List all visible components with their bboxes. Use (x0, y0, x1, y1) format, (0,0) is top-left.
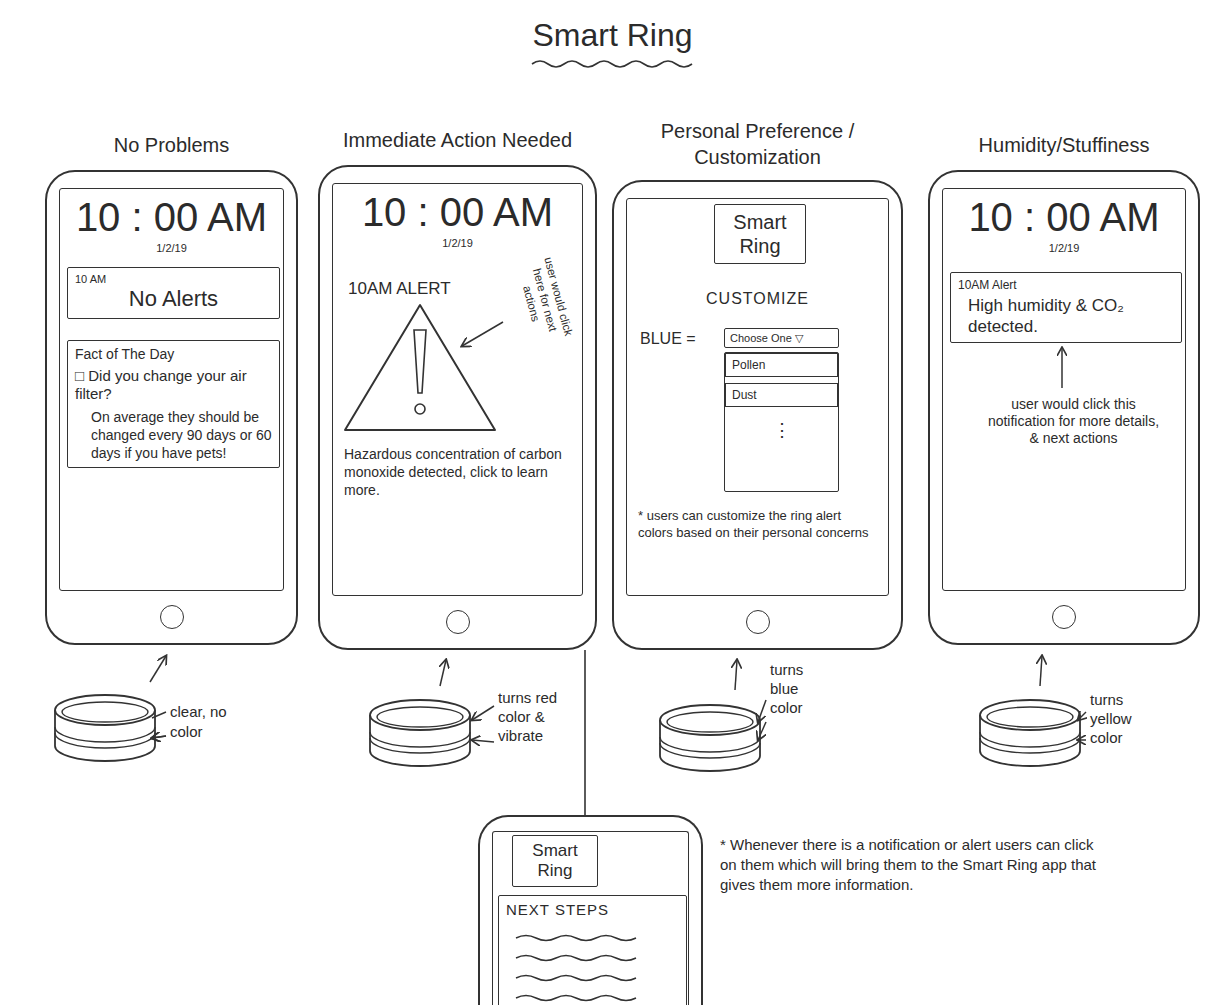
clock-time: 10 : 00 AM (47, 194, 296, 240)
option-text: Pollen (732, 358, 831, 372)
ring-annotation: turns red color & vibrate (498, 688, 574, 745)
next-steps-box: NEXT STEPS (498, 895, 687, 1005)
fact-question: □ Did you change your air filter? (75, 367, 272, 403)
clock-time: 10 : 00 AM (930, 194, 1198, 240)
smart-ring (55, 695, 155, 761)
phone-screen (492, 831, 689, 1005)
phone-frame: * Whenever there is a notification or al… (478, 815, 703, 1005)
home-button (746, 610, 770, 634)
up-arrow (150, 656, 166, 682)
up-arrow (735, 660, 737, 690)
callout-note: user would click this notification for m… (986, 396, 1161, 447)
leader-arrow (1061, 348, 1063, 388)
warning-triangle (345, 305, 495, 430)
notification-box: 10AM AlertHigh humidity & CO₂ detected. (950, 272, 1182, 343)
leader-arrow (472, 706, 494, 720)
notification-time: 10AM Alert (958, 278, 1174, 292)
leader-arrow (1078, 712, 1086, 720)
screen-title: CUSTOMIZE (614, 290, 901, 308)
app-logo-box: Smart Ring (512, 835, 598, 887)
title-underline (532, 61, 692, 67)
notification-text: No Alerts (75, 285, 272, 313)
leader-arrow (758, 700, 766, 722)
dropdown-box: Choose One ▽ (724, 328, 839, 348)
alert-text: Hazardous concentration of carbon monoxi… (344, 445, 569, 499)
home-button (160, 605, 184, 629)
leader-arrow (472, 740, 494, 742)
ring-annotation: turns yellow color (1090, 690, 1165, 747)
up-arrow (440, 660, 446, 686)
smart-ring (370, 700, 470, 766)
screen-heading: Humidity/Stuffiness (900, 132, 1225, 158)
dropdown-text: Choose One ▽ (730, 331, 833, 345)
leader-arrow (152, 712, 166, 738)
home-button (446, 610, 470, 634)
fact-box: Fact of The Day □ Did you change your air… (67, 340, 280, 468)
ring-annotation: turns blue color (770, 660, 830, 717)
phone-frame: Personal Preference / CustomizationCUSTO… (612, 180, 903, 650)
exclamation-dot (415, 404, 425, 414)
fact-body: On average they should be changed every … (75, 408, 272, 462)
leader-arrow (758, 722, 766, 740)
callout-note: user would click here for next actions (512, 246, 578, 353)
flow-connector (584, 650, 586, 815)
dropdown-list: ⋮ PollenDust (724, 352, 839, 492)
diagram-title: Smart Ring (0, 16, 1225, 54)
color-label: BLUE = (640, 330, 696, 348)
clock-date: 1/2/19 (320, 237, 595, 249)
screen-heading: Immediate Action Needed (290, 127, 625, 153)
home-button (1052, 605, 1076, 629)
notification-text: High humidity & CO₂ detected. (958, 295, 1174, 337)
smart-ring (980, 700, 1080, 766)
screen-heading: No Problems (17, 132, 326, 158)
leader-arrow (462, 322, 503, 346)
app-name: Smart Ring (520, 841, 590, 881)
notification-box: 10 AMNo Alerts (67, 267, 280, 319)
leader-arrow (1078, 739, 1086, 741)
up-arrow (1040, 656, 1042, 686)
phone-frame: Immediate Action Needed10 : 00 AM1/2/191… (318, 165, 597, 650)
smart-ring (660, 705, 760, 771)
customize-note: * users can customize the ring alert col… (638, 507, 878, 541)
next-steps-lines (516, 936, 636, 1001)
clock-date: 1/2/19 (47, 242, 296, 254)
option-text: Dust (732, 388, 831, 402)
alert-title: 10AM ALERT (348, 279, 451, 299)
dropdown-option: Pollen (725, 353, 838, 377)
app-logo-box: Smart Ring (714, 204, 806, 264)
phone-note: * Whenever there is a notification or al… (720, 835, 1110, 895)
exclamation-mark (414, 330, 426, 393)
leader-arrow (152, 736, 166, 738)
dropdown-option: Dust (725, 383, 838, 407)
next-steps-title: NEXT STEPS (506, 901, 679, 918)
notification-time: 10 AM (75, 273, 272, 285)
more-options: ⋮ (725, 419, 838, 441)
app-name: Smart Ring (722, 210, 798, 258)
clock-time: 10 : 00 AM (320, 189, 595, 235)
fact-heading: Fact of The Day (75, 346, 272, 362)
clock-date: 1/2/19 (930, 242, 1198, 254)
screen-heading: Personal Preference / Customization (614, 118, 901, 170)
phone-frame: No Problems10 : 00 AM1/2/1910 AMNo Alert… (45, 170, 298, 645)
ring-annotation: clear, no color (170, 702, 242, 742)
